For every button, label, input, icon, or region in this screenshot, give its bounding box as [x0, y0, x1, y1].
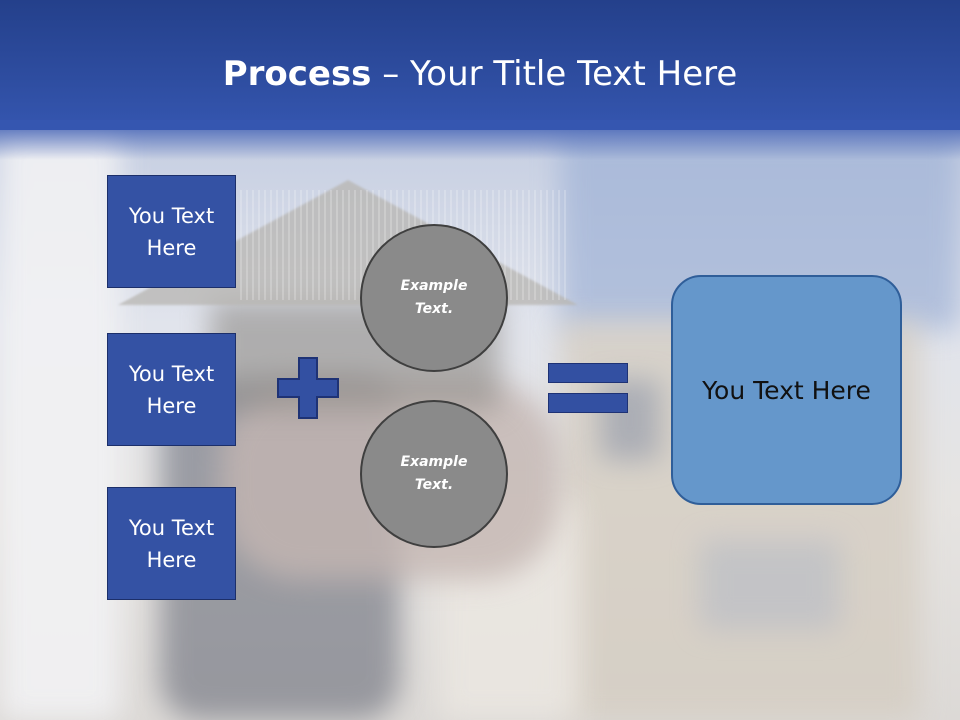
input-box-text: You Text Here — [128, 203, 215, 260]
example-circle-2[interactable]: Example Text. — [360, 400, 508, 548]
background-window — [700, 540, 840, 630]
result-box-text: You Text Here — [702, 375, 871, 405]
result-box[interactable]: You Text Here — [671, 275, 902, 505]
input-box-3[interactable]: You Text Here — [107, 487, 236, 600]
equals-bar-top — [548, 363, 628, 383]
background-left-highlight — [0, 130, 120, 720]
background-window — [600, 380, 660, 460]
example-circle-1[interactable]: Example Text. — [360, 224, 508, 372]
slide-title-bold: Process — [222, 54, 372, 94]
equals-bar-bottom — [548, 393, 628, 413]
input-box-text: You Text Here — [128, 515, 215, 572]
input-box-text: You Text Here — [128, 361, 215, 418]
title-band — [0, 0, 960, 130]
title-band-fade — [0, 120, 960, 160]
input-box-2[interactable]: You Text Here — [107, 333, 236, 446]
example-circle-text: Example Text. — [400, 278, 468, 317]
slide-title-rest: – Your Title Text Here — [371, 54, 738, 94]
example-circle-text: Example Text. — [400, 454, 468, 493]
plus-icon — [277, 357, 339, 419]
input-box-1[interactable]: You Text Here — [107, 175, 236, 288]
slide-title: Process – Your Title Text Here — [0, 52, 960, 96]
